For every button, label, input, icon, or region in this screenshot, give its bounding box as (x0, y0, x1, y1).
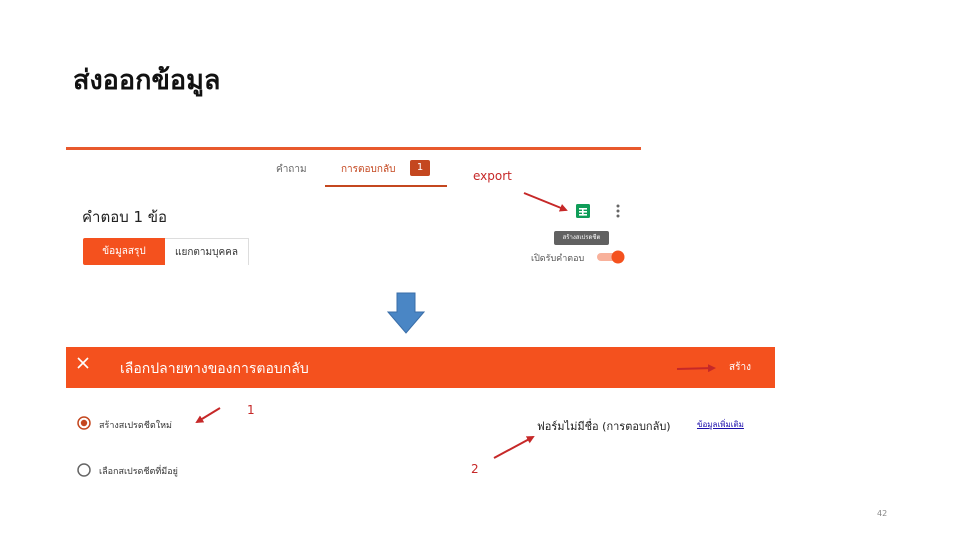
create-button[interactable]: สร้าง (729, 362, 751, 373)
annotation-arrow-export (523, 192, 568, 212)
accepting-responses-label: เปิดรับคำตอบ (531, 254, 585, 264)
segment-summary[interactable]: ข้อมูลสรุป (83, 238, 165, 265)
tab-responses[interactable]: การตอบกลับ (341, 164, 396, 175)
annotation-arrow-step-1 (195, 407, 221, 424)
forms-top-rule (66, 147, 641, 150)
annotation-arrow-step-2 (493, 436, 535, 459)
tab-questions[interactable]: คำถาม (276, 164, 307, 175)
radio-select-existing-sheet[interactable] (77, 463, 91, 477)
learn-more-link[interactable]: ข้อมูลเพิ่มเติม (697, 420, 744, 429)
destination-dialog-title: เลือกปลายทางของการตอบกลับ (120, 361, 309, 377)
more-vert-icon[interactable] (613, 203, 623, 219)
active-tab-indicator (325, 185, 447, 187)
radio-create-new-sheet[interactable] (77, 416, 91, 430)
responses-count-badge: 1 (410, 160, 430, 176)
annotation-export-label: export (473, 169, 512, 183)
option-create-new-sheet-label[interactable]: สร้างสเปรดชีตใหม่ (99, 421, 172, 431)
annotation-step-1: 1 (247, 403, 255, 417)
response-count-heading: คำตอบ 1 ข้อ (82, 208, 168, 226)
down-arrow-icon (387, 292, 425, 334)
segment-individual[interactable]: แยกตามบุคคล (165, 238, 249, 265)
new-sheet-name: ฟอร์มไม่มีชื่อ (การตอบกลับ) (537, 420, 671, 433)
slide-title: ส่งออกข้อมูล (73, 65, 221, 96)
sheets-icon[interactable] (575, 203, 591, 219)
accepting-responses-toggle[interactable] (596, 250, 626, 264)
close-icon[interactable] (77, 357, 89, 369)
annotation-step-2: 2 (471, 462, 479, 476)
page-number: 42 (877, 509, 888, 518)
option-select-existing-sheet-label[interactable]: เลือกสเปรดชีตที่มีอยู่ (99, 467, 178, 477)
destination-dialog-header (66, 347, 775, 388)
sheets-tooltip: สร้างสเปรดชีต (554, 231, 609, 245)
